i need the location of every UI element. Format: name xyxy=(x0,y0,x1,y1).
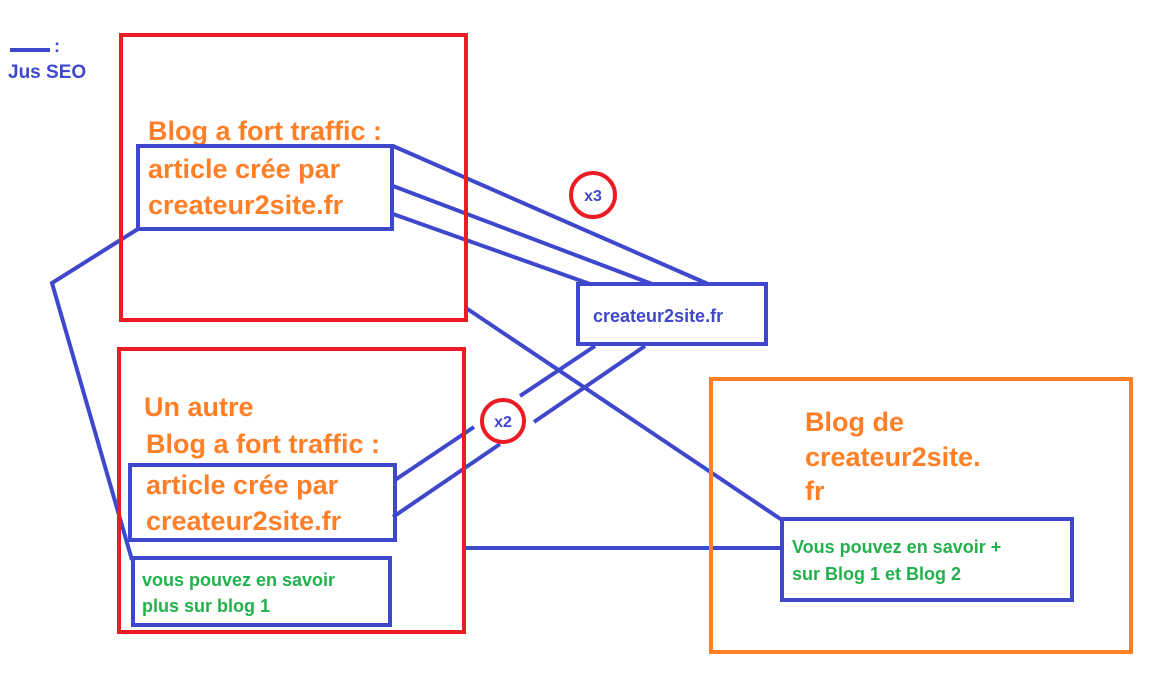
blog2-link-line: plus sur blog 1 xyxy=(142,596,270,616)
blog1-box xyxy=(119,33,468,322)
multiplier-x3: x3 xyxy=(584,188,602,205)
blog2-article-line: createur2site.fr xyxy=(146,506,342,536)
own-blog-box xyxy=(709,377,1133,654)
link-line xyxy=(49,227,140,561)
link-lines xyxy=(49,144,784,561)
link-line xyxy=(532,344,647,424)
blog2-box xyxy=(117,347,466,634)
own-blog-link-line: sur Blog 1 et Blog 2 xyxy=(792,564,961,584)
legend-label: Jus SEO xyxy=(8,62,86,83)
legend-colon: : xyxy=(54,36,60,56)
blog1-article-line: createur2site.fr xyxy=(148,190,344,220)
own-blog-link-box xyxy=(780,517,1074,602)
multiplier-x2: x2 xyxy=(494,414,512,431)
link-line xyxy=(392,184,653,286)
own-blog-title: createur2site. xyxy=(805,442,981,472)
own-blog-link-line: Vous pouvez en savoir + xyxy=(792,537,1001,557)
link-line xyxy=(464,306,784,522)
link-line xyxy=(392,144,709,286)
blog2-subtitle: Un autre xyxy=(144,392,254,422)
link-line xyxy=(393,425,476,482)
blog2-article-line: article crée par xyxy=(146,470,339,500)
blog2-title: Blog a fort traffic : xyxy=(146,429,380,459)
own-blog-title: fr xyxy=(805,476,825,506)
own-blog-title: Blog de xyxy=(805,407,904,437)
blog2-link-line: vous pouvez en savoir xyxy=(142,570,335,590)
blog1-article-box xyxy=(136,144,394,231)
blog2-link-box xyxy=(131,556,392,627)
target-site-label: createur2site.fr xyxy=(593,306,723,326)
multiplier-badge xyxy=(569,171,617,219)
target-site-box xyxy=(576,282,768,346)
blog1-article-line: article crée par xyxy=(148,154,341,184)
multiplier-badge xyxy=(480,398,526,444)
link-line xyxy=(392,212,591,286)
blog2-article-box xyxy=(128,463,397,542)
link-line xyxy=(391,442,502,519)
blog1-title: Blog a fort traffic : xyxy=(148,116,382,146)
